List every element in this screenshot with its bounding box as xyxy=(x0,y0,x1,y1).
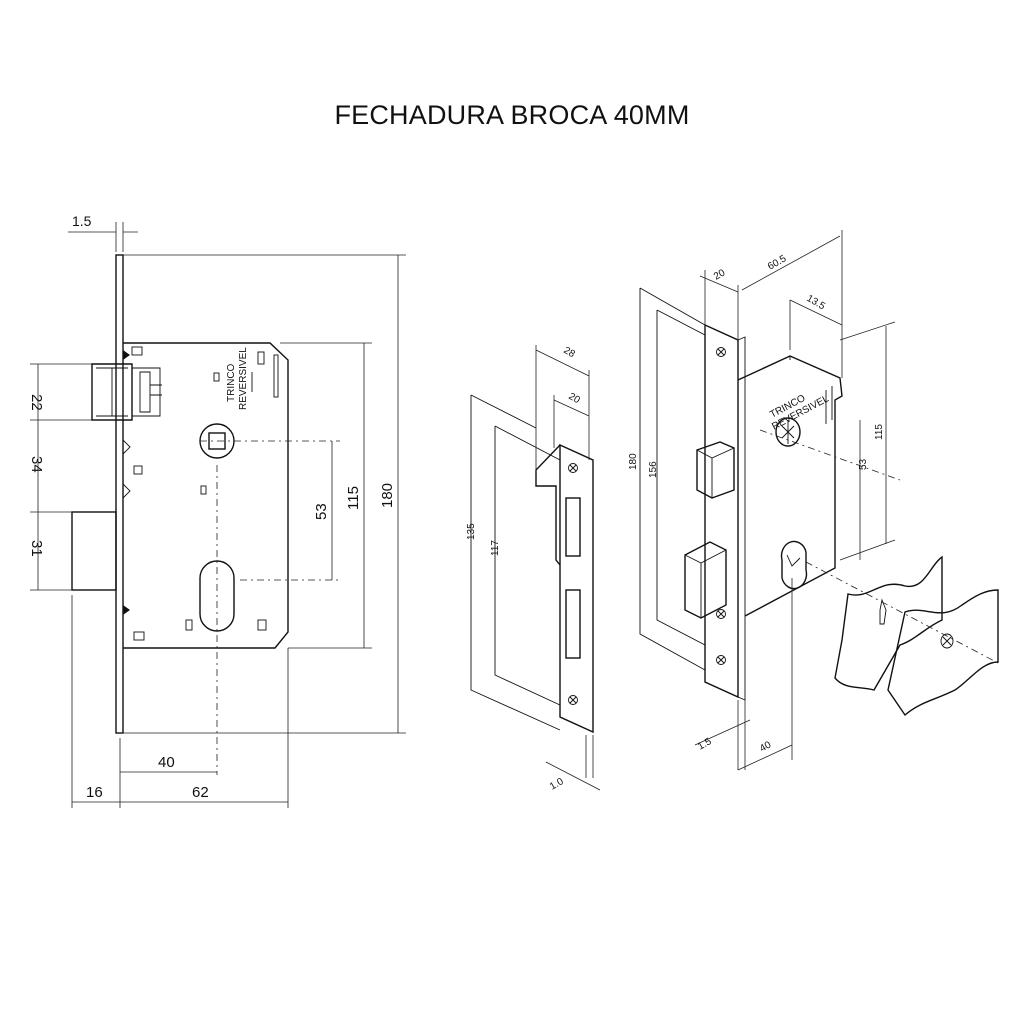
front-view: TRINCO REVERSIVEL 1.5 22 34 31 53 115 18… xyxy=(28,213,406,808)
iso-latch xyxy=(696,441,735,499)
dim-center: 53 xyxy=(313,503,330,520)
iso-dim-backset: 40 xyxy=(758,739,774,754)
dim-spacing: 34 xyxy=(28,456,45,473)
front-label-reversivel: REVERSIVEL xyxy=(238,347,249,410)
iso-dim-face: 20 xyxy=(712,267,728,282)
strike-latch-hole xyxy=(565,497,581,557)
strike-dim-thickness: 1.0 xyxy=(548,776,566,793)
strike-plate: 28 20 135 117 1.0 xyxy=(466,345,601,793)
iso-cylinder xyxy=(780,540,808,590)
case-details xyxy=(122,346,279,641)
dim-face-thickness: 1.5 xyxy=(72,213,92,229)
strike-dim-holes: 117 xyxy=(490,540,501,556)
dim-bolt: 31 xyxy=(28,540,45,557)
dim-projection: 16 xyxy=(86,784,103,801)
strike-dim-inner: 20 xyxy=(567,391,583,406)
dim-latch: 22 xyxy=(28,394,45,411)
strike-bolt-hole xyxy=(565,589,581,659)
iso-dim-body: 115 xyxy=(874,424,885,440)
iso-dim-face-thickness: 1.5 xyxy=(696,736,714,753)
iso-deadbolt xyxy=(684,541,727,619)
cylinder-slot xyxy=(199,560,235,632)
dim-depth: 62 xyxy=(192,784,209,801)
strike-dim-width: 28 xyxy=(562,345,578,360)
dim-total: 180 xyxy=(379,483,396,508)
dim-backset: 40 xyxy=(158,754,175,771)
strike-plate-face xyxy=(559,443,594,734)
iso-dimensions: 20 60.5 13.5 180 156 115 53 1.5 40 xyxy=(628,230,896,771)
iso-dim-depth: 60.5 xyxy=(766,253,789,272)
iso-dim-offset: 13.5 xyxy=(805,293,828,312)
front-label-trinco: TRINCO xyxy=(226,363,237,402)
front-dimensions: 1.5 22 34 31 53 115 180 40 16 62 xyxy=(28,213,406,808)
deadbolt xyxy=(71,511,117,591)
case-body xyxy=(123,342,289,649)
latch xyxy=(91,363,162,421)
drawing-title: FECHADURA BROCA 40MM xyxy=(334,100,690,130)
door-panels xyxy=(834,555,999,717)
faceplate xyxy=(115,254,124,734)
dim-body: 115 xyxy=(345,486,362,510)
iso-dim-center: 53 xyxy=(858,458,869,470)
strike-dim-height: 135 xyxy=(466,523,477,540)
iso-view: TRINCO REVERSIVEL 20 60.5 13.5 180 156 1… xyxy=(628,230,1001,771)
iso-faceplate xyxy=(704,323,739,699)
iso-dim-total: 180 xyxy=(628,453,639,470)
iso-dim-holes: 156 xyxy=(648,461,659,478)
